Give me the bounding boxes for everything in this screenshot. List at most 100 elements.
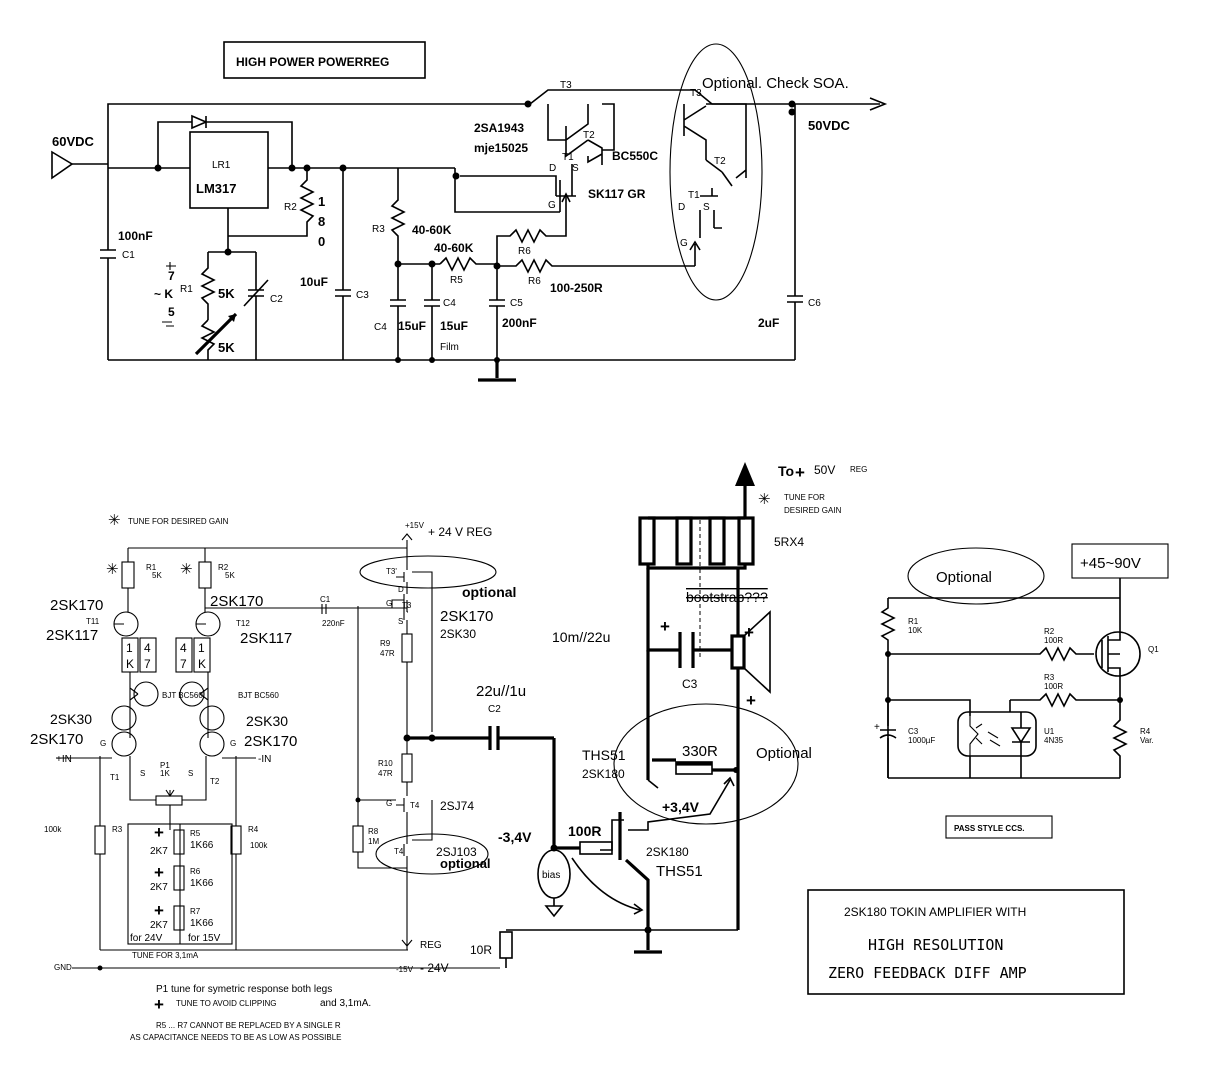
in-pos-label: +IN <box>56 754 72 765</box>
r8-val: 1M <box>368 837 379 846</box>
ccs-caption-box <box>945 815 1053 839</box>
r2-val-1: 1 <box>318 194 325 209</box>
bootstrap-label: bootstrap??? <box>686 589 768 605</box>
ccs-r2-ref: R2 <box>1044 627 1055 636</box>
ccs-u1-ref: U1 <box>1044 727 1055 736</box>
t3-ref: T3 <box>402 601 412 610</box>
optional-t3-ellipse <box>359 555 497 589</box>
optional-t3-label: optional <box>462 584 516 600</box>
in-neg-label: -IN <box>258 754 271 765</box>
g-label: G <box>548 200 556 211</box>
c4a-value: 15uF <box>398 319 426 333</box>
r1-resistor <box>121 561 135 589</box>
ths-bot: THS51 <box>656 863 703 880</box>
r100-resistor <box>579 841 613 855</box>
in-l-dev: 2SK170 <box>30 731 83 748</box>
r1-value: 5K <box>218 286 235 301</box>
t4-ref: T4 <box>410 801 420 810</box>
input-arrow-icon <box>51 150 74 180</box>
optocoupler-u1 <box>957 711 1037 757</box>
tune-gain-label: TUNE FOR DESIRED GAIN <box>128 517 229 526</box>
r1-val: 5K <box>152 571 162 580</box>
plus-icon: + <box>744 623 754 642</box>
r1-resistor <box>200 251 256 320</box>
c2-capacitor <box>243 252 269 360</box>
adj-label-2: ~ K <box>154 287 173 301</box>
cascode-l-label: 2SK30 <box>50 711 92 727</box>
t2-jfet <box>199 731 225 757</box>
film-label: Film <box>440 342 459 353</box>
g-label-t4: G <box>386 799 392 808</box>
r1-ref: R1 <box>180 284 193 295</box>
c6-value: 2uF <box>758 316 779 330</box>
ccs-optional: Optional <box>936 569 992 586</box>
ccs-c3 <box>879 700 897 778</box>
for-15v: for 15V <box>188 933 221 944</box>
title-line2: HIGH RESOLUTION <box>868 936 1003 954</box>
tune-31-label: TUNE FOR 3,1mA <box>132 951 199 960</box>
lm317-name: LM317 <box>196 181 236 196</box>
plus-icon: + <box>154 863 164 882</box>
c3-val: 10m//22u <box>552 629 610 645</box>
bc550c-label: BC550C <box>612 149 658 163</box>
r-array-2 <box>675 516 693 566</box>
star-icon: ✳ <box>106 561 119 578</box>
box-4-left: 4 <box>144 641 151 655</box>
r5-value: 40-60K <box>434 241 474 255</box>
output-voltage-label: 50VDC <box>808 118 851 133</box>
t1b-ref: T1 <box>688 190 700 201</box>
r2-ref: R2 <box>218 563 229 572</box>
c5-value: 200nF <box>502 316 537 330</box>
c6-ref: C6 <box>808 298 821 309</box>
t4-dev: 2SJ74 <box>440 799 474 813</box>
c2-val: 22u//1u <box>476 683 526 700</box>
c5-ref: C5 <box>510 298 523 309</box>
note-plus-a: TUNE TO AVOID CLIPPING <box>176 999 276 1008</box>
g2-label: G <box>680 238 688 249</box>
r330-resistor <box>675 761 713 775</box>
r8-ref: R8 <box>368 827 379 836</box>
vneg-note: - 24V <box>420 961 449 975</box>
r10-output-resistor <box>499 931 513 959</box>
title-box-frame <box>807 889 1125 995</box>
r2-resistor <box>228 168 315 237</box>
plus-icon: + <box>874 722 880 733</box>
adj-label-1: 7 <box>168 269 175 283</box>
r5-ref: R5 <box>450 275 463 286</box>
r6a-ref: R6 <box>518 246 531 257</box>
c4a-capacitor <box>390 264 406 360</box>
t2-ref: T2 <box>210 777 220 786</box>
box-1-right: 1 <box>198 641 205 655</box>
ccs-r2-val: 100R <box>1044 636 1063 645</box>
t1-ref: T1 <box>110 773 120 782</box>
c1-val: 220nF <box>322 619 345 628</box>
star-icon: ✳ <box>758 491 771 508</box>
v2k7-1: 2K7 <box>150 846 168 857</box>
c4b-value: 15uF <box>440 319 468 333</box>
note-plus-b: and 3,1mA. <box>320 998 371 1009</box>
p1-val: 1K <box>160 769 170 778</box>
bjt-l-label: BJT BC560 <box>162 691 203 700</box>
bjt-r-label: BJT BC560 <box>238 691 279 700</box>
r7-val: 1K66 <box>190 918 214 929</box>
q1-mosfet <box>1095 631 1141 677</box>
r3-resistor <box>390 168 406 264</box>
optional-t4-label: optional <box>440 856 491 871</box>
r10-val: 47R <box>378 769 393 778</box>
p1-ref: P1 <box>160 761 170 770</box>
c4b-ref: C4 <box>443 298 456 309</box>
t3-ref: T3 <box>560 80 572 91</box>
c2-capacitor <box>488 726 500 750</box>
pot-value: 5K <box>218 340 235 355</box>
tune-gain-a: TUNE FOR <box>784 493 825 502</box>
r-array-3 <box>708 516 726 566</box>
v2k7-3: 2K7 <box>150 920 168 931</box>
ccs-supply: +45~90V <box>1080 555 1141 572</box>
input-voltage-label: 60VDC <box>52 134 95 149</box>
jfet-r-label: 2SK170 <box>210 593 263 610</box>
c3-capacitor <box>678 632 695 668</box>
r3-value: 40-60K <box>412 223 452 237</box>
r-array-label: 5RX4 <box>774 535 804 549</box>
for-24v: for 24V <box>130 933 163 944</box>
speaker-icon <box>730 634 746 670</box>
